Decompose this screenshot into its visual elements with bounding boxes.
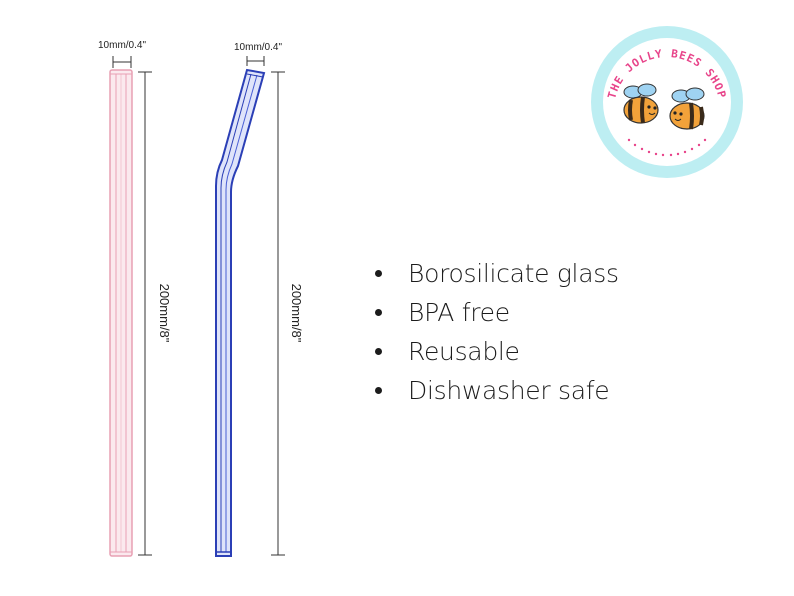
feature-label: Dishwasher safe xyxy=(408,376,610,405)
feature-item: Borosilicate glass xyxy=(372,254,619,293)
bent-length-dimension: 200mm/8" xyxy=(271,71,304,556)
straight-width-label: 10mm/0.4" xyxy=(98,40,146,51)
straight-straw xyxy=(109,69,133,557)
bent-length-label: 200mm/8" xyxy=(289,284,304,343)
bee-icon xyxy=(623,83,659,124)
bullet-icon xyxy=(375,387,382,394)
dotted-arc xyxy=(627,138,707,157)
straight-length-label: 200mm/8" xyxy=(157,284,172,343)
feature-label: BPA free xyxy=(408,298,510,327)
bent-width-dimension: 10mm/0.4" xyxy=(234,42,282,66)
shop-logo: THE JOLLY BEES SHOP xyxy=(591,26,743,178)
straight-length-dimension: 200mm/8" xyxy=(138,71,172,556)
feature-item: Reusable xyxy=(372,332,619,371)
feature-list: Borosilicate glass BPA free Reusable Dis… xyxy=(372,254,619,410)
bent-width-label: 10mm/0.4" xyxy=(234,42,282,53)
feature-label: Borosilicate glass xyxy=(408,259,619,288)
feature-item: Dishwasher safe xyxy=(372,371,619,410)
feature-item: BPA free xyxy=(372,293,619,332)
bullet-icon xyxy=(375,270,382,277)
bee-icon xyxy=(669,87,705,130)
bullet-icon xyxy=(375,309,382,316)
feature-label: Reusable xyxy=(408,337,520,366)
straight-width-dimension: 10mm/0.4" xyxy=(98,40,146,68)
bullet-icon xyxy=(375,348,382,355)
bent-straw xyxy=(215,68,266,557)
straw-diagram: 10mm/0.4" 200mm/8" 10mm/0.4" xyxy=(98,40,304,557)
